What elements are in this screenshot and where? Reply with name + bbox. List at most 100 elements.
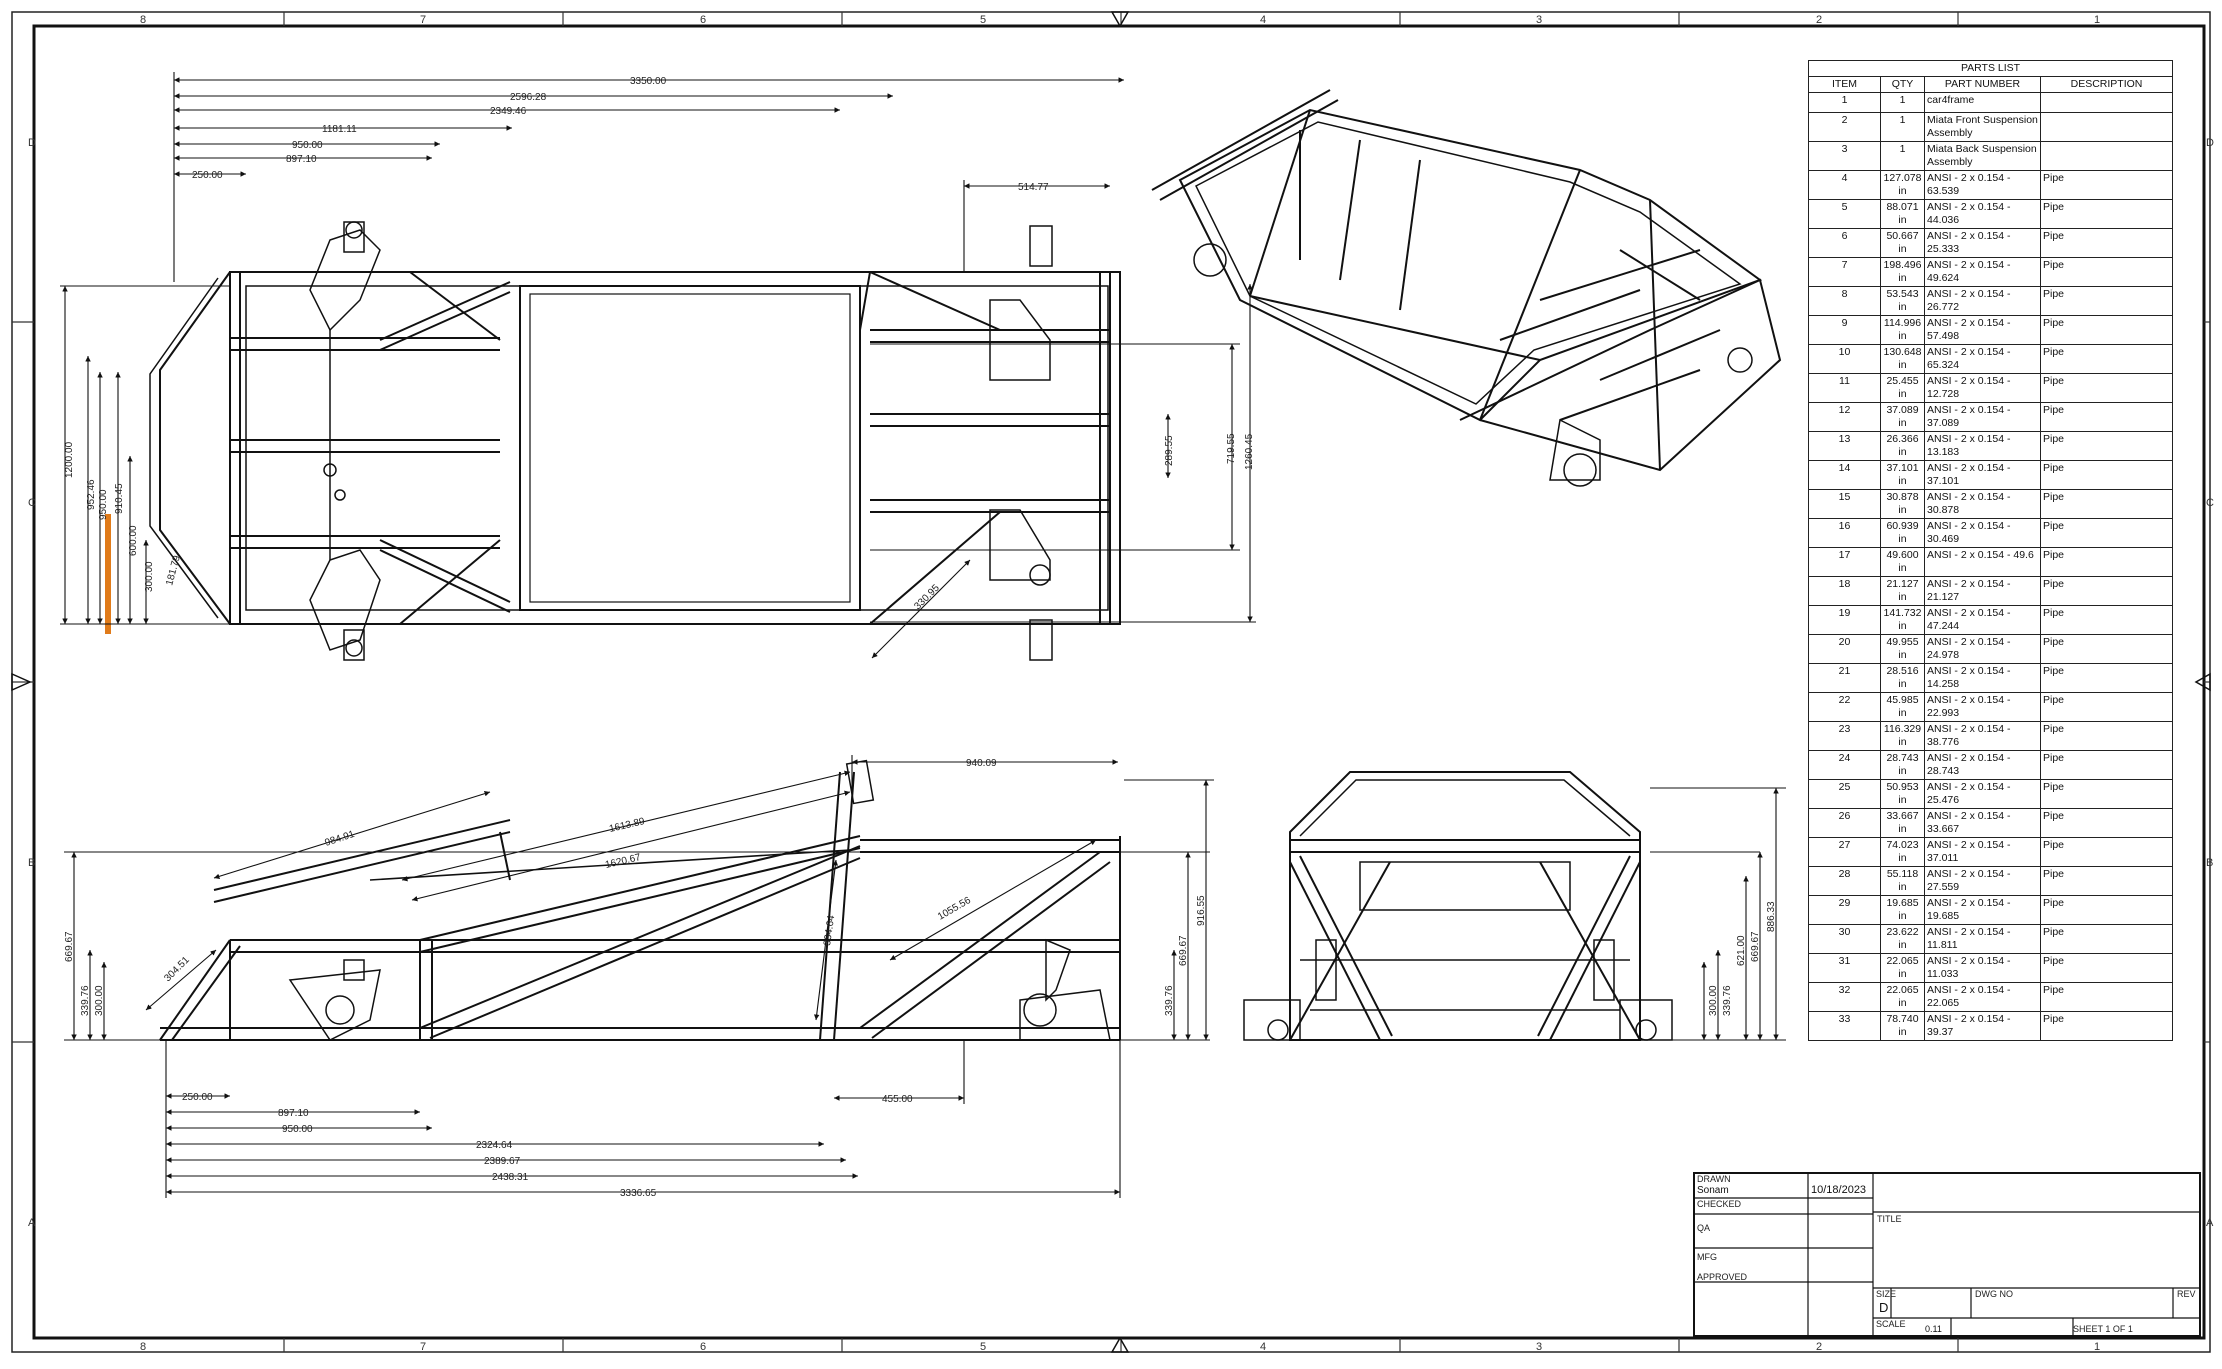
parts-qty-cell: 37.101 in (1880, 460, 1925, 490)
side-rear-suspension (1019, 938, 1111, 1041)
side-view (159, 759, 1121, 1041)
zone-col-6: 6 (700, 14, 706, 26)
dim-front-621: 621.00 (1736, 935, 1747, 966)
parts-qty-cell: 1 (1880, 112, 1925, 142)
parts-qty-cell: 19.685 in (1880, 895, 1925, 925)
dim-600: 600.00 (128, 525, 139, 556)
top-cockpit-box (519, 285, 861, 611)
parts-item-cell: 26 (1808, 808, 1881, 838)
parts-part-number-cell: ANSI - 2 x 0.154 - 14.258 (1924, 663, 2041, 693)
parts-part-number-cell: ANSI - 2 x 0.154 - 49.624 (1924, 257, 2041, 287)
scale-label: SCALE (1876, 1319, 1906, 1329)
dim-1200: 1200.00 (64, 441, 75, 478)
parts-item-cell: 21 (1808, 663, 1881, 693)
side-front-suspension (288, 959, 381, 1041)
center-mark-left (11, 672, 32, 692)
parts-item-cell: 30 (1808, 924, 1881, 954)
parts-part-number-cell: ANSI - 2 x 0.154 - 30.878 (1924, 489, 2041, 519)
parts-item-cell: 22 (1808, 692, 1881, 722)
parts-item-cell: 9 (1808, 315, 1881, 345)
parts-qty-cell: 45.985 in (1880, 692, 1925, 722)
rev-label: REV (2177, 1289, 2196, 1299)
parts-part-number-cell: ANSI - 2 x 0.154 - 22.065 (1924, 982, 2041, 1012)
parts-item-cell: 14 (1808, 460, 1881, 490)
parts-qty-cell: 28.743 in (1880, 750, 1925, 780)
zone-col-2-bottom: 2 (1816, 1341, 1822, 1353)
zone-col-3-bottom: 3 (1536, 1341, 1542, 1353)
zone-col-1-bottom: 1 (2094, 1341, 2100, 1353)
parts-part-number-cell: ANSI - 2 x 0.154 - 33.667 (1924, 808, 2041, 838)
parts-item-cell: 4 (1808, 170, 1881, 200)
parts-qty-cell: 49.600 in (1880, 547, 1925, 577)
dim-952: 952.46 (86, 479, 97, 510)
checked-label: CHECKED (1697, 1199, 1742, 1209)
parts-part-number-cell: ANSI - 2 x 0.154 - 26.772 (1924, 286, 2041, 316)
drawn-label: DRAWN (1697, 1174, 1731, 1184)
parts-qty-cell: 21.127 in (1880, 576, 1925, 606)
parts-description-cell: Pipe (2039, 431, 2174, 461)
title-label: TITLE (1877, 1214, 1902, 1224)
title-block: DRAWN Sonam 10/18/2023 CHECKED QA MFG AP… (1693, 1172, 2201, 1337)
parts-description-cell: Pipe (2039, 721, 2174, 751)
parts-description-cell: Pipe (2039, 547, 2174, 577)
header-item: ITEM (1808, 76, 1881, 93)
parts-item-cell: 29 (1808, 895, 1881, 925)
parts-item-cell: 27 (1808, 837, 1881, 867)
dim-1620: 1620.67 (604, 852, 642, 871)
parts-description-cell (2039, 112, 2174, 142)
zone-col-8-bottom: 8 (140, 1341, 146, 1353)
center-mark-top (1110, 11, 1130, 28)
dim-455: 455.00 (882, 1094, 913, 1105)
parts-description-cell: Pipe (2039, 199, 2174, 229)
zone-col-6-bottom: 6 (700, 1341, 706, 1353)
dim-2324: 2324.64 (476, 1140, 513, 1151)
parts-description-cell (2039, 92, 2174, 113)
parts-qty-cell: 30.878 in (1880, 489, 1925, 519)
parts-part-number-cell: ANSI - 2 x 0.154 - 21.127 (1924, 576, 2041, 606)
parts-qty-cell: 23.622 in (1880, 924, 1925, 954)
parts-qty-cell: 198.496 in (1880, 257, 1925, 287)
dim-950: 950.00 (292, 140, 323, 151)
center-mark-bottom (1110, 1336, 1130, 1353)
parts-item-cell: 16 (1808, 518, 1881, 548)
qa-label: QA (1697, 1223, 1711, 1233)
dim-1181: 1181.11 (322, 124, 357, 135)
parts-part-number-cell: ANSI - 2 x 0.154 - 37.101 (1924, 460, 2041, 490)
parts-description-cell: Pipe (2039, 518, 2174, 548)
parts-part-number-cell: ANSI - 2 x 0.154 - 37.089 (1924, 402, 2041, 432)
parts-description-cell: Pipe (2039, 953, 2174, 983)
parts-item-cell: 8 (1808, 286, 1881, 316)
parts-part-number-cell: ANSI - 2 x 0.154 - 49.6 (1924, 547, 2041, 577)
parts-item-cell: 23 (1808, 721, 1881, 751)
size-label: SIZE (1876, 1289, 1897, 1299)
parts-part-number-cell: ANSI - 2 x 0.154 - 30.469 (1924, 518, 2041, 548)
parts-part-number-cell: ANSI - 2 x 0.154 - 19.685 (1924, 895, 2041, 925)
zone-col-3: 3 (1536, 14, 1542, 26)
parts-description-cell: Pipe (2039, 489, 2174, 519)
parts-part-number-cell: ANSI - 2 x 0.154 - 44.036 (1924, 199, 2041, 229)
parts-item-cell: 10 (1808, 344, 1881, 374)
parts-part-number-cell: ANSI - 2 x 0.154 - 13.183 (1924, 431, 2041, 461)
parts-part-number-cell: ANSI - 2 x 0.154 - 24.978 (1924, 634, 2041, 664)
dim-250-bottom: 250.00 (182, 1092, 213, 1103)
parts-item-cell: 13 (1808, 431, 1881, 461)
parts-item-cell: 28 (1808, 866, 1881, 896)
dim-289: 289.55 (1164, 435, 1175, 466)
dim-916: 916.55 (1196, 895, 1207, 926)
dim-950-bottom: 950.00 (282, 1124, 313, 1135)
parts-qty-cell: 25.455 in (1880, 373, 1925, 403)
parts-qty-cell: 22.065 in (1880, 953, 1925, 983)
dim-339-left: 339.76 (80, 985, 91, 1016)
